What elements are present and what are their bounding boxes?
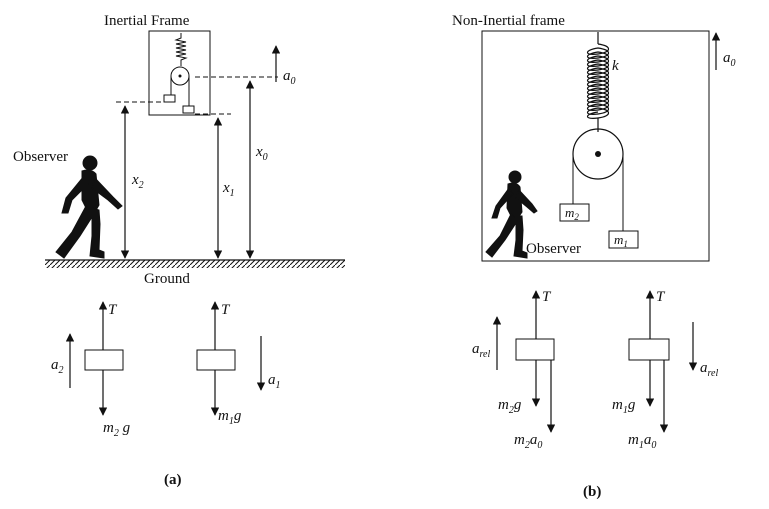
mass-m2-a <box>163 94 176 103</box>
svg-text:m1g: m1g <box>612 397 636 416</box>
svg-text:m2: m2 <box>565 205 579 222</box>
svg-text:m2 g: m2 g <box>103 420 131 439</box>
observer-label-b: Observer <box>526 241 581 257</box>
inertial-frame-title: Inertial Frame <box>104 13 190 29</box>
svg-text:m1g: m1g <box>218 408 242 427</box>
svg-text:x2: x2 <box>131 172 144 191</box>
fbd-m2-a: T m2 g a2 <box>51 301 131 439</box>
spring-icon <box>174 33 188 66</box>
svg-text:m1: m1 <box>614 232 628 249</box>
svg-text:T: T <box>221 302 231 318</box>
svg-text:T: T <box>108 302 118 318</box>
svg-text:a1: a1 <box>268 372 281 391</box>
ground-label: Ground <box>144 271 190 287</box>
fbd-m1-a: T m1g a1 <box>196 301 281 427</box>
svg-text:a0: a0 <box>283 68 296 87</box>
svg-text:x0: x0 <box>255 144 268 163</box>
observer-icon <box>55 155 123 259</box>
svg-text:x1: x1 <box>222 180 235 199</box>
observer-label-a: Observer <box>13 149 68 165</box>
svg-text:arel: arel <box>700 360 718 379</box>
svg-text:arel: arel <box>472 341 490 360</box>
panel-b: Non-Inertial frame k m2 m1 a0 Ob <box>452 13 736 500</box>
fbd-m1-b: T m1g m1a0 arel <box>612 289 718 451</box>
svg-text:a2: a2 <box>51 357 64 376</box>
panel-a: Inertial Frame a0 x2 x1 x0 <box>13 13 345 488</box>
svg-text:T: T <box>542 289 552 305</box>
svg-text:a0: a0 <box>723 50 736 69</box>
mass-m1-a <box>182 105 195 114</box>
svg-text:m1a0: m1a0 <box>628 432 656 451</box>
svg-text:T: T <box>656 289 666 305</box>
svg-text:m2a0: m2a0 <box>514 432 542 451</box>
svg-text:m2g: m2g <box>498 397 522 416</box>
mass-m1-b <box>608 230 639 249</box>
caption-a: (a) <box>164 472 182 488</box>
spring-k-label: k <box>612 58 619 74</box>
caption-b: (b) <box>583 484 601 500</box>
ground-hatch <box>45 260 345 268</box>
spring-icon <box>586 32 610 132</box>
fbd-m2-b: T m2g m2a0 arel <box>472 289 556 451</box>
elevator-box-a <box>148 30 211 116</box>
mass-m2-b <box>559 203 590 222</box>
elevator-box-b <box>481 30 710 262</box>
observer-icon <box>485 170 538 259</box>
non-inertial-frame-title: Non-Inertial frame <box>452 13 565 29</box>
